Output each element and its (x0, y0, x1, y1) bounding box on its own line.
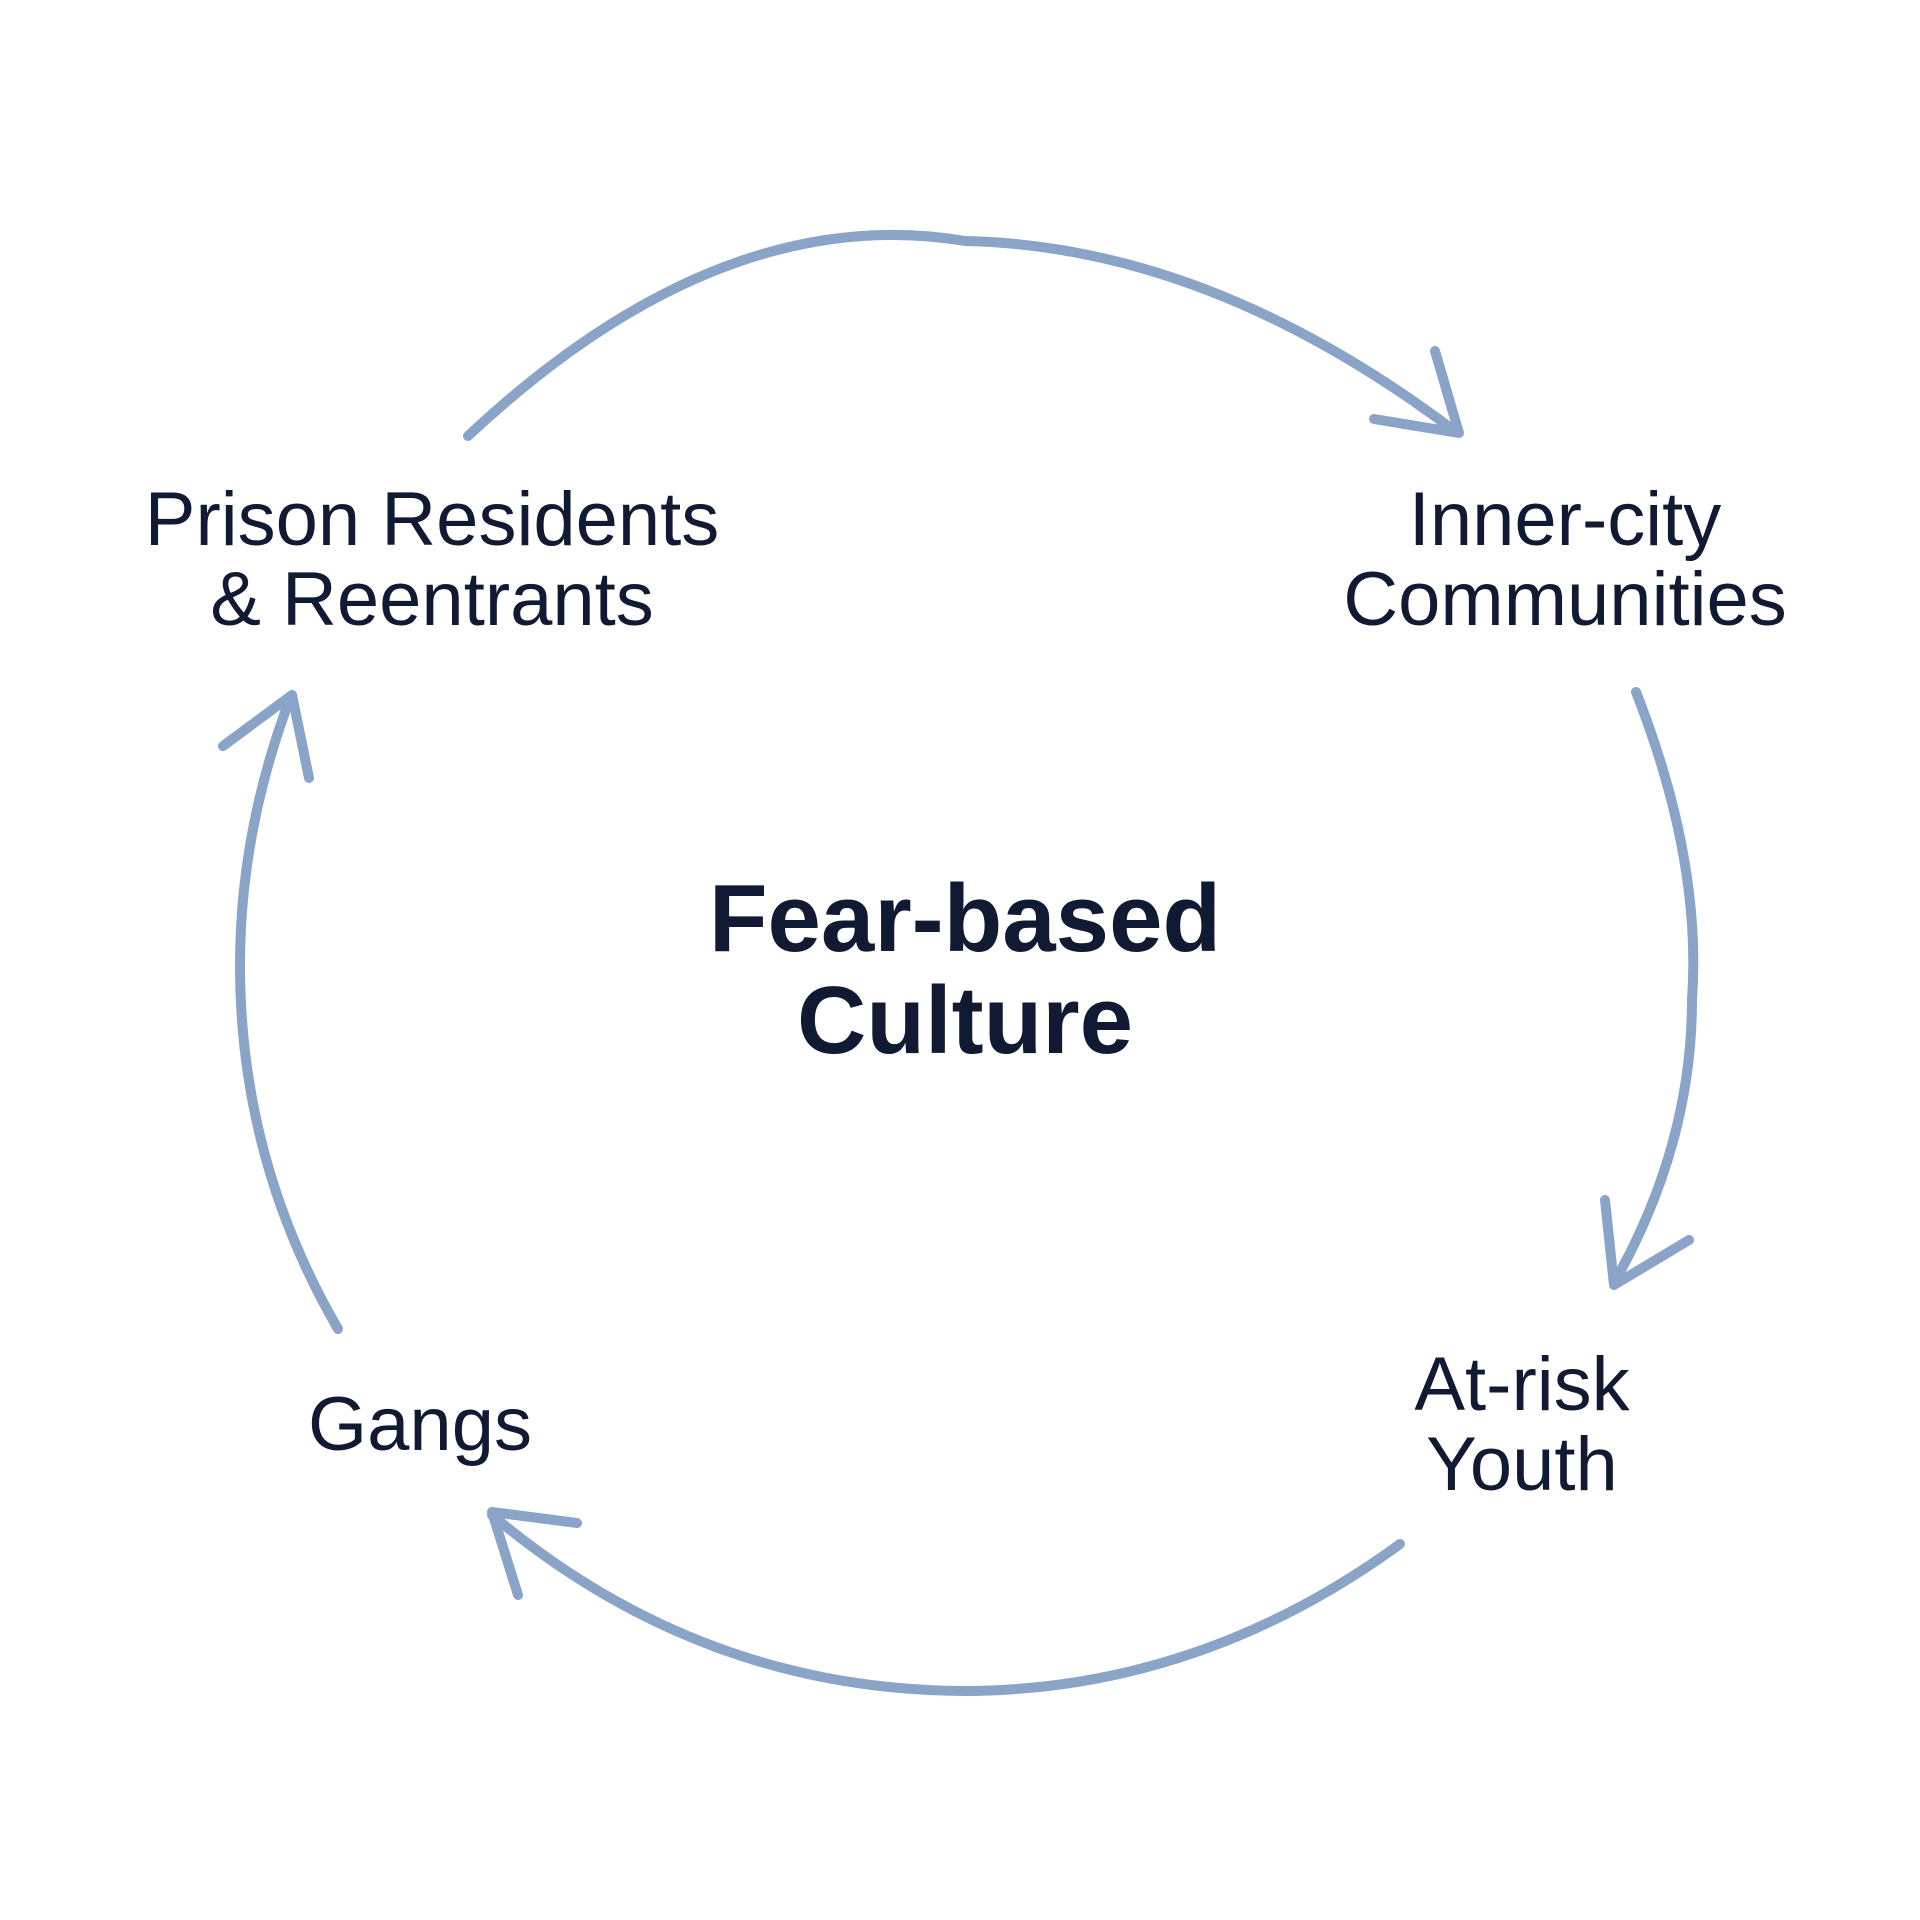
node-at-risk-youth: At-risk Youth (1414, 1345, 1629, 1505)
arrow-inner-city-to-youth (1600, 687, 1699, 1290)
center-title-line1: Fear-based (708, 865, 1222, 972)
arrow-head-right (1600, 1195, 1694, 1290)
arrow-arc-right (1609, 687, 1699, 1288)
arrow-gangs-to-prison (218, 690, 343, 1334)
arrow-prison-to-inner-city (463, 230, 1464, 441)
center-title: Fear-based Culture (709, 868, 1221, 1072)
arrow-head-top (1369, 346, 1464, 438)
node-prison-residents: Prison Residents & Reentrants (145, 480, 720, 640)
node-prison-line1: Prison Residents (144, 477, 720, 562)
node-inner-city: Inner-city Communities (1343, 480, 1786, 640)
node-prison-line2: & Reentrants (210, 557, 654, 642)
arrow-head-bottom (487, 1507, 582, 1600)
arrow-head-left (218, 690, 314, 783)
center-title-line2: Culture (796, 967, 1133, 1074)
arrow-arc-left (235, 691, 343, 1334)
node-inner-city-line1: Inner-city (1408, 477, 1722, 562)
arrow-youth-to-gangs (487, 1507, 1405, 1696)
node-inner-city-line2: Communities (1343, 557, 1787, 642)
node-youth-line1: At-risk (1414, 1342, 1630, 1427)
node-gangs-line1: Gangs (308, 1382, 532, 1467)
arrow-arc-top (463, 230, 1461, 441)
arrow-arc-bottom (487, 1510, 1405, 1696)
node-youth-line2: Youth (1426, 1422, 1618, 1507)
node-gangs: Gangs (308, 1385, 532, 1465)
